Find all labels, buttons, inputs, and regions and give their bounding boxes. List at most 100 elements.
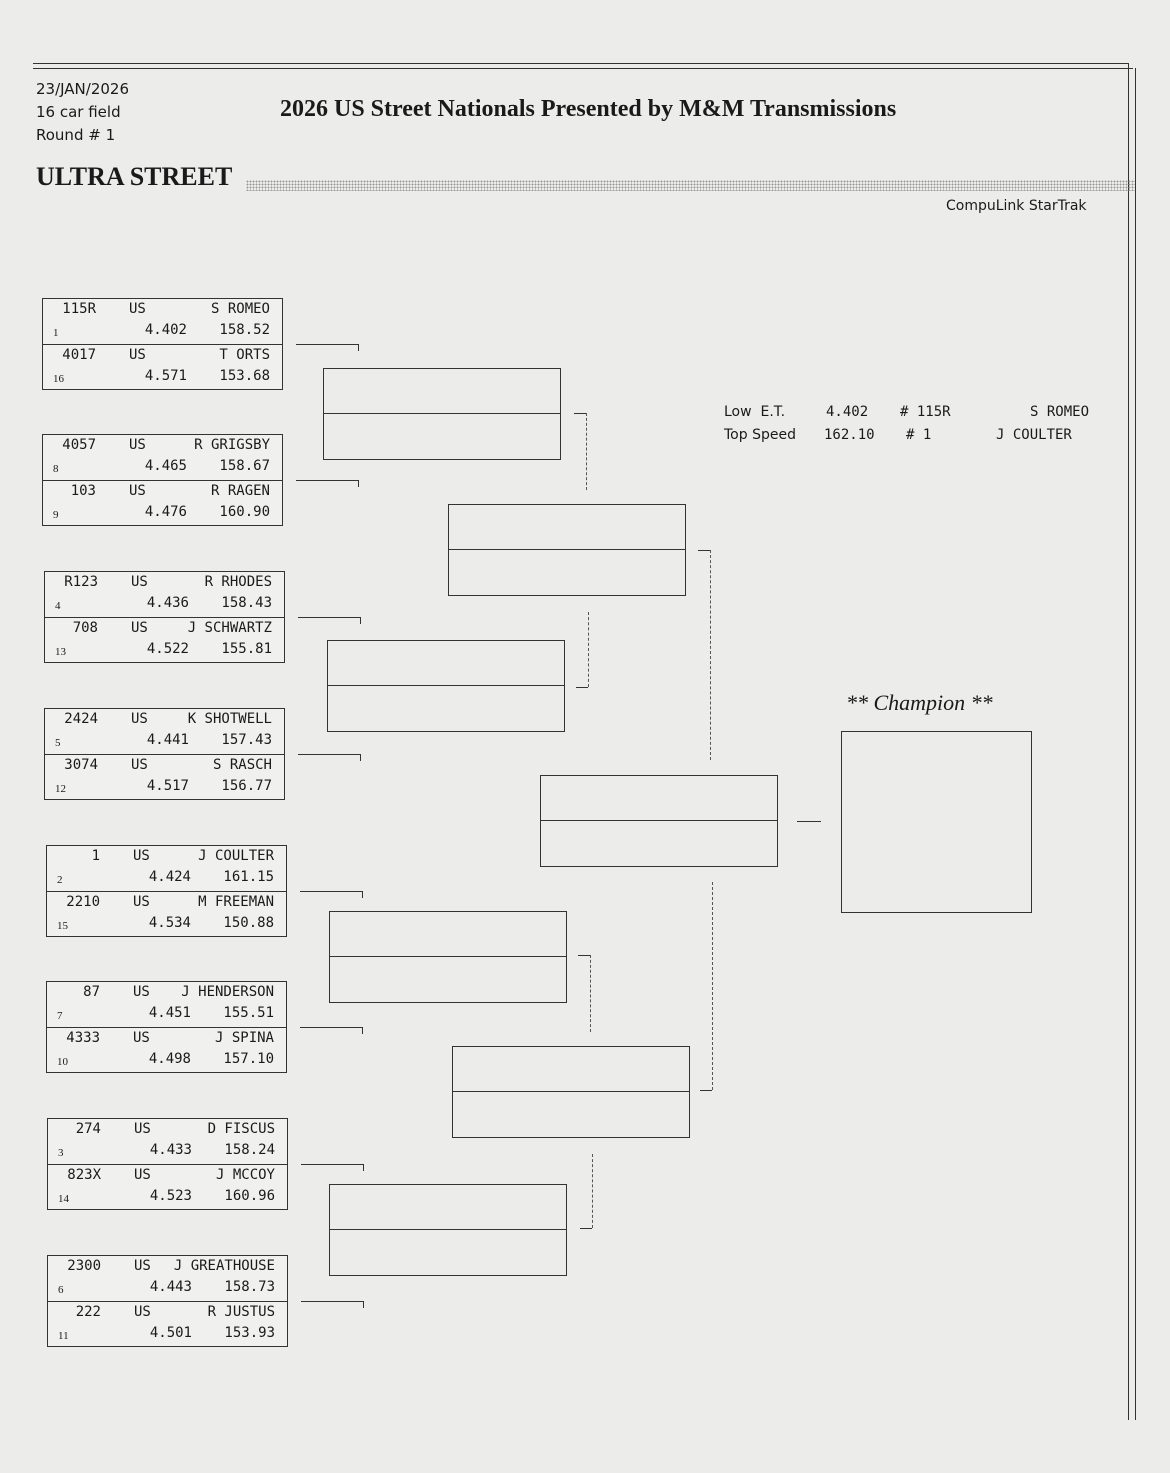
speed: 157.43 — [221, 732, 272, 748]
event-title: 2026 US Street Nationals Presented by M&… — [280, 96, 897, 122]
round2-box — [327, 640, 565, 732]
dashed-connector — [586, 413, 587, 490]
seed-number: 10 — [57, 1056, 68, 1068]
driver-name: J SPINA — [214, 1030, 274, 1046]
car-number: 115R — [62, 301, 96, 317]
connector-tick — [360, 754, 361, 761]
driver-name: J HENDERSON — [181, 984, 274, 1000]
speed: 158.52 — [219, 322, 270, 338]
speed: 158.43 — [221, 595, 272, 611]
seed-number: 15 — [57, 920, 68, 932]
elapsed-time: 4.424 — [148, 869, 191, 885]
driver-name: R RHODES — [204, 574, 272, 590]
event-date: 23/JAN/2026 — [36, 80, 130, 98]
field-size: 16 car field — [36, 103, 121, 121]
seed-number: 4 — [55, 600, 61, 612]
car-number: 2300 — [67, 1258, 101, 1274]
seed-number: 1 — [53, 327, 59, 339]
champion-label: ** Champion ** — [846, 690, 993, 715]
speed: 158.67 — [219, 458, 270, 474]
country: US — [129, 483, 146, 499]
connector-tick — [362, 1027, 363, 1034]
speed: 157.10 — [223, 1051, 274, 1067]
semifinal-box — [452, 1046, 690, 1138]
elapsed-time: 4.534 — [148, 915, 191, 931]
connector-tick — [576, 687, 588, 688]
connector-line — [296, 344, 358, 345]
seed-number: 5 — [55, 737, 61, 749]
top-speed-value: 162.10 — [824, 427, 875, 443]
speed: 153.68 — [219, 368, 270, 384]
elapsed-time: 4.443 — [149, 1279, 192, 1295]
semifinal-box — [448, 504, 686, 596]
border-right-outer — [1135, 68, 1136, 1420]
driver-name: S RASCH — [212, 757, 272, 773]
speed: 150.88 — [223, 915, 274, 931]
connector-line — [298, 754, 360, 755]
low-et-car: # 115R — [900, 404, 951, 420]
elapsed-time: 4.571 — [144, 368, 187, 384]
seed-number: 7 — [57, 1010, 63, 1022]
elapsed-time: 4.451 — [148, 1005, 191, 1021]
driver-name: T ORTS — [219, 347, 270, 363]
top-speed-driver: J COULTER — [996, 427, 1072, 443]
car-number: 823X — [67, 1167, 101, 1183]
low-et-label: Low E.T. — [724, 404, 786, 420]
elapsed-time: 4.501 — [149, 1325, 192, 1341]
dashed-connector — [588, 612, 589, 687]
final-box — [540, 775, 778, 867]
dashed-connector — [710, 550, 711, 760]
country: US — [129, 437, 146, 453]
low-et-driver: S ROMEO — [1030, 404, 1090, 420]
connector-tick — [580, 1228, 592, 1229]
connector-tick — [574, 413, 586, 414]
connector-tick — [700, 1090, 712, 1091]
dashed-connector — [712, 882, 713, 1090]
country: US — [131, 620, 148, 636]
speed: 160.90 — [219, 504, 270, 520]
border-top — [33, 63, 1128, 64]
class-name: ULTRA STREET — [36, 162, 233, 191]
driver-name: J GREATHOUSE — [173, 1258, 275, 1274]
driver-name: J SCHWARTZ — [187, 620, 272, 636]
elapsed-time: 4.476 — [144, 504, 187, 520]
country: US — [133, 984, 150, 1000]
driver-name: J COULTER — [198, 848, 274, 864]
car-number: 1 — [91, 848, 100, 864]
car-number: 3074 — [64, 757, 98, 773]
champion-box — [841, 731, 1032, 913]
car-number: 4333 — [66, 1030, 100, 1046]
country: US — [129, 347, 146, 363]
elapsed-time: 4.436 — [146, 595, 189, 611]
driver-name: R RAGEN — [210, 483, 270, 499]
dotted-rule — [246, 180, 1135, 191]
connector-line — [300, 1027, 362, 1028]
driver-name: S ROMEO — [210, 301, 270, 317]
country: US — [134, 1121, 151, 1137]
car-number: 87 — [83, 984, 100, 1000]
car-number: 274 — [75, 1121, 101, 1137]
speed: 158.24 — [224, 1142, 275, 1158]
country: US — [131, 757, 148, 773]
seed-number: 13 — [55, 646, 66, 658]
country: US — [133, 848, 150, 864]
header-meta: 23/JAN/2026 16 car field Round # 1 — [36, 78, 129, 147]
speed: 160.96 — [224, 1188, 275, 1204]
connector-tick — [698, 550, 710, 551]
